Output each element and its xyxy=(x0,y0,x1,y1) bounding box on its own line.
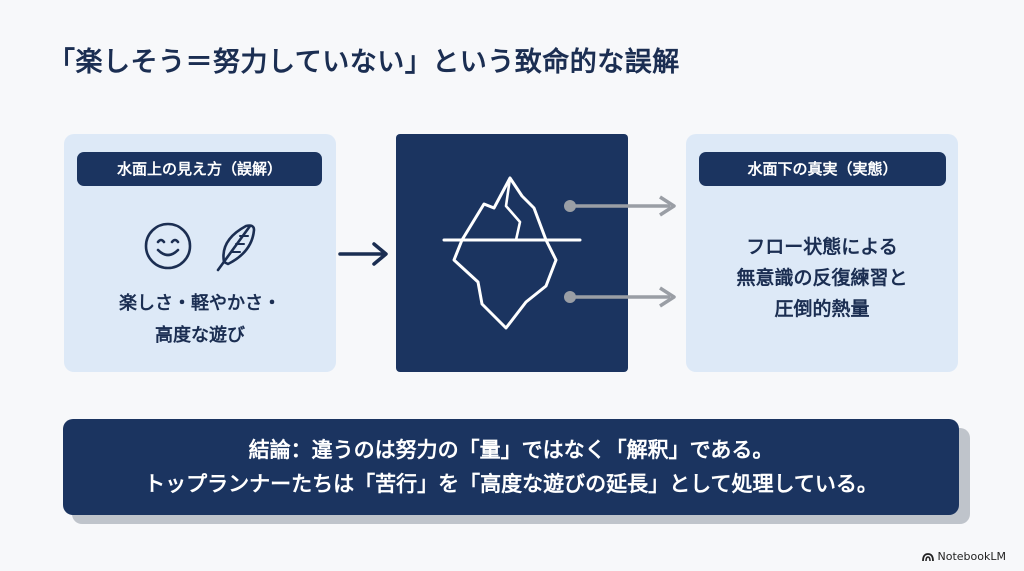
conclusion-line2: トップランナーたちは「苦行」を「高度な遊びの延長」として処理している。 xyxy=(144,472,878,496)
smile-icon xyxy=(144,222,192,270)
surface-view-header: 水面上の見え方（誤解） xyxy=(77,152,322,186)
truth-text-line2: 無意識の反復練習と xyxy=(736,267,908,289)
surface-view-panel: 水面上の見え方（誤解） 楽しさ・軽やかさ・ 高度な遊び xyxy=(64,134,336,372)
surface-text-line1: 楽しさ・軽やかさ・ xyxy=(119,293,281,314)
underwater-truth-header: 水面下の真実（実態） xyxy=(699,152,946,186)
underwater-truth-text: フロー状態による 無意識の反復練習と 圧倒的熱量 xyxy=(686,232,958,325)
underwater-truth-panel: 水面下の真実（実態） フロー状態による 無意識の反復練習と 圧倒的熱量 xyxy=(686,134,958,372)
pointer-arrow-lower xyxy=(564,286,676,308)
notebooklm-icon xyxy=(921,552,934,561)
iceberg-icon xyxy=(442,176,582,330)
arrow-right-icon xyxy=(338,242,388,266)
conclusion-banner: 結論：違うのは努力の「量」ではなく「解釈」である。 トップランナーたちは「苦行」… xyxy=(63,419,959,515)
iceberg-box xyxy=(396,134,628,372)
surface-icons xyxy=(64,218,336,274)
truth-text-line3: 圧倒的熱量 xyxy=(774,298,870,320)
conclusion-line1: 結論：違うのは努力の「量」ではなく「解釈」である。 xyxy=(248,438,774,462)
notebooklm-logo: NotebookLM xyxy=(921,550,1006,563)
truth-text-line1: フロー状態による xyxy=(746,236,898,258)
feather-icon xyxy=(216,224,256,272)
page-title: 「楽しそう＝努力していない」という致命的な誤解 xyxy=(48,47,680,78)
surface-view-text: 楽しさ・軽やかさ・ 高度な遊び xyxy=(64,288,336,352)
surface-text-line2: 高度な遊び xyxy=(155,325,245,346)
pointer-arrow-upper xyxy=(564,195,676,217)
logo-text: NotebookLM xyxy=(937,550,1006,563)
